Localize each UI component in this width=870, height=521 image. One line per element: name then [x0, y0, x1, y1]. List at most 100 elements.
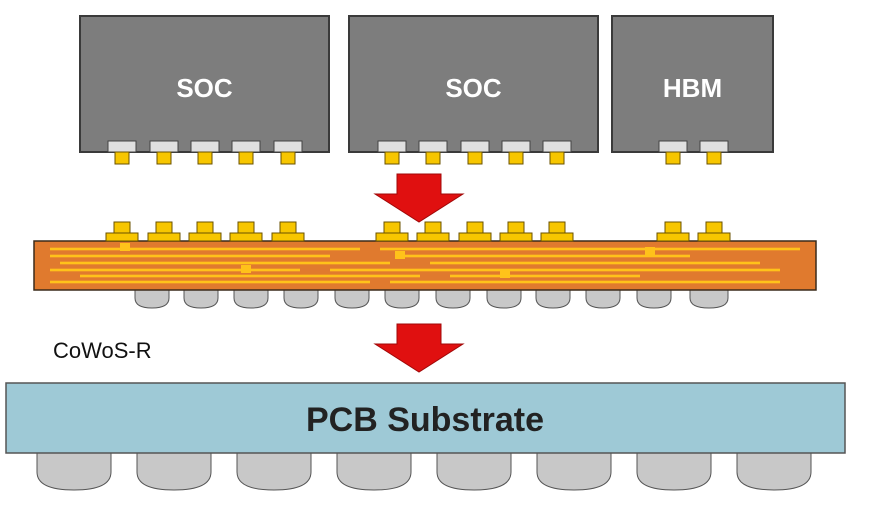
interposer-top-pad	[697, 232, 731, 242]
interposer-wire	[50, 268, 300, 272]
interposer-wiring	[50, 243, 800, 284]
interposer-top-pad	[105, 232, 139, 242]
interposer-wire	[330, 268, 780, 272]
die-micro-bump	[467, 151, 483, 165]
pcb-solder-balls	[36, 452, 812, 491]
die-pad	[658, 140, 688, 153]
interposer-top-bump	[237, 221, 255, 234]
interposer-top-bump	[155, 221, 173, 234]
interposer-solder-ball	[535, 289, 571, 309]
interposer-solder-ball	[134, 289, 170, 309]
pcb-substrate: PCB Substrate	[5, 382, 846, 491]
pcb-solder-ball	[636, 452, 712, 491]
pcb-solder-ball	[236, 452, 312, 491]
soc-die-1-label: SOC	[176, 73, 233, 103]
soc-die-1	[79, 15, 330, 153]
interposer-wire	[400, 254, 690, 258]
hbm-die	[611, 15, 774, 153]
interposer-top-bump	[466, 221, 484, 234]
interposer-wire	[60, 261, 390, 265]
pcb-substrate-body	[5, 382, 846, 454]
die-pad	[460, 140, 490, 153]
interposer-solder-ball	[486, 289, 522, 309]
interposer-solder-ball	[689, 289, 729, 309]
die-group: SOC SOC HBM	[79, 15, 774, 165]
die-micro-bump	[706, 151, 722, 165]
die-micro-bump	[156, 151, 172, 165]
interposer-wire	[80, 274, 420, 278]
hbm-die-label: HBM	[663, 73, 722, 103]
interposer-top-pad	[188, 232, 222, 242]
interposer-solder-ball	[384, 289, 420, 309]
down-arrow-1	[373, 173, 465, 223]
interposer-top-pad	[271, 232, 305, 242]
interposer-wire	[430, 261, 760, 265]
die-pad	[418, 140, 448, 153]
die-micro-bump	[665, 151, 681, 165]
interposer-top-pad	[656, 232, 690, 242]
interposer-top-bump	[113, 221, 131, 234]
soc-die-2	[348, 15, 599, 153]
interposer-solder-ball	[233, 289, 269, 309]
pcb-substrate-label: PCB Substrate	[306, 401, 544, 439]
die-micro-bump	[238, 151, 254, 165]
die-micro-bump	[280, 151, 296, 165]
interposer-wire	[390, 280, 780, 284]
interposer-top-bump	[664, 221, 682, 234]
pcb-solder-ball	[736, 452, 812, 491]
interposer-top-bump	[507, 221, 525, 234]
die-pad	[231, 140, 261, 153]
interposer-top-bump	[383, 221, 401, 234]
interposer-via	[645, 247, 655, 255]
interposer-top-pad	[375, 232, 409, 242]
interposer-top-pad	[416, 232, 450, 242]
interposer-solder-ball	[334, 289, 370, 309]
interposer-wire	[50, 280, 370, 284]
pcb-solder-ball	[336, 452, 412, 491]
pcb-solder-ball	[536, 452, 612, 491]
soc-die-2-label: SOC	[445, 73, 502, 103]
die-pad	[149, 140, 179, 153]
interposer-solder-ball	[435, 289, 471, 309]
interposer-solder-ball	[283, 289, 319, 309]
pcb-solder-ball	[436, 452, 512, 491]
die-pad	[542, 140, 572, 153]
interposer-solder-ball	[636, 289, 672, 309]
interposer-solder-ball	[585, 289, 621, 309]
die-micro-bump	[425, 151, 441, 165]
interposer-top-bump	[279, 221, 297, 234]
interposer-top-pad	[540, 232, 574, 242]
interposer-top-bump	[196, 221, 214, 234]
pcb-solder-ball	[136, 452, 212, 491]
die-bumps	[107, 140, 729, 165]
die-pad	[273, 140, 303, 153]
interposer-solder-ball	[183, 289, 219, 309]
interposer-top-bump	[548, 221, 566, 234]
down-arrow-2	[373, 323, 465, 373]
interposer-top-pad	[147, 232, 181, 242]
interposer-wire	[450, 274, 640, 278]
interposer-top-bump	[424, 221, 442, 234]
interposer-via	[500, 270, 510, 278]
interposer-caption: CoWoS-R	[53, 338, 152, 363]
interposer-top-pad	[499, 232, 533, 242]
interposer-via	[120, 243, 130, 251]
cowos-r-interposer	[33, 221, 817, 309]
die-pad	[501, 140, 531, 153]
interposer-wire	[50, 247, 360, 251]
die-micro-bump	[114, 151, 130, 165]
interposer-top-pad	[229, 232, 263, 242]
interposer-via	[395, 251, 405, 259]
die-micro-bump	[508, 151, 524, 165]
interposer-solder-balls	[134, 289, 729, 309]
interposer-wire	[380, 247, 800, 251]
interposer-via	[241, 265, 251, 273]
pcb-solder-ball	[36, 452, 112, 491]
die-micro-bump	[384, 151, 400, 165]
die-pad	[190, 140, 220, 153]
die-micro-bump	[197, 151, 213, 165]
interposer-top-pad	[458, 232, 492, 242]
die-micro-bump	[549, 151, 565, 165]
interposer-wire	[50, 254, 330, 258]
